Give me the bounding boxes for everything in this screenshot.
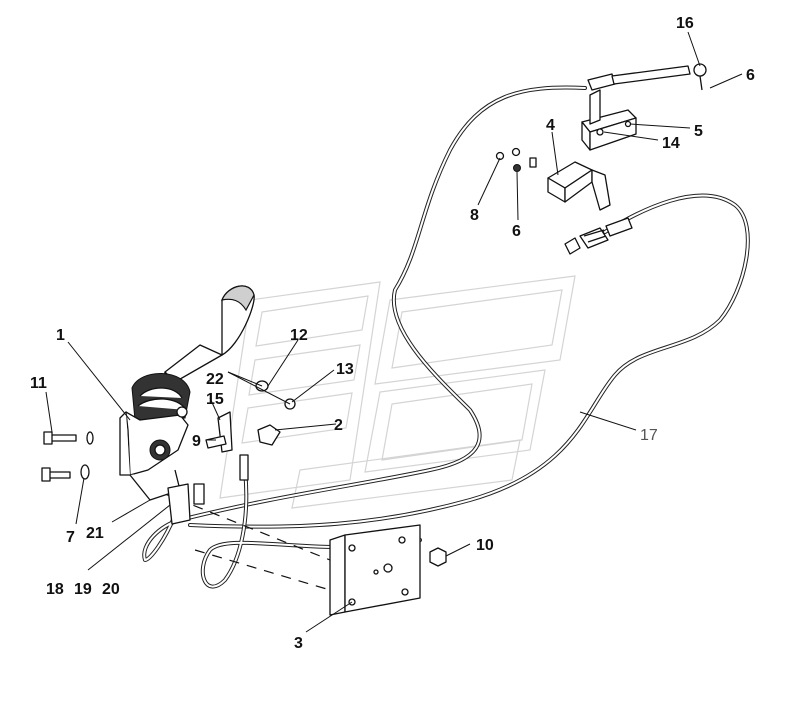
washer-8-a bbox=[495, 151, 505, 161]
callout-7: 7 bbox=[66, 529, 75, 546]
callout-6-top: 6 bbox=[746, 67, 755, 84]
cable-end-16 bbox=[587, 63, 707, 91]
bracket-5 bbox=[581, 89, 637, 151]
mounting-plate bbox=[329, 524, 421, 616]
spacer bbox=[529, 157, 537, 168]
lower-cable-loops bbox=[142, 468, 422, 589]
callout-6-mid: 6 bbox=[512, 223, 521, 240]
cable-sleeve bbox=[239, 454, 249, 481]
callout-16: 16 bbox=[676, 15, 694, 32]
callout-10: 10 bbox=[476, 537, 494, 554]
callout-9: 9 bbox=[192, 433, 201, 450]
clip-9 bbox=[205, 435, 227, 449]
assembly-dashed-line-b bbox=[194, 549, 331, 591]
washer-8-b bbox=[511, 147, 521, 157]
clip-block bbox=[193, 483, 205, 505]
washer-7 bbox=[80, 464, 90, 480]
callout-22: 22 bbox=[206, 371, 224, 388]
nut-10 bbox=[429, 547, 447, 567]
cable-2 bbox=[178, 85, 587, 522]
callout-12: 12 bbox=[290, 327, 308, 344]
callout-14: 14 bbox=[662, 135, 680, 152]
callout-5: 5 bbox=[694, 123, 703, 140]
callout-11: 11 bbox=[30, 375, 47, 392]
bracket-4 bbox=[547, 161, 611, 211]
assembly-dashed-line-a bbox=[159, 491, 331, 561]
callout-8: 8 bbox=[470, 207, 479, 224]
cable-17 bbox=[188, 193, 750, 529]
callout-17: 17 bbox=[640, 427, 658, 444]
callout-4: 4 bbox=[546, 117, 555, 134]
callout-13: 13 bbox=[336, 361, 354, 378]
callout-3: 3 bbox=[294, 635, 303, 652]
cable-ends-18-20 bbox=[167, 483, 191, 525]
cable-adjuster bbox=[564, 217, 633, 255]
callout-2: 2 bbox=[334, 417, 343, 434]
callout-20: 20 bbox=[102, 581, 120, 598]
pin-15 bbox=[217, 411, 233, 453]
watermark-logo bbox=[219, 275, 576, 509]
bolt-lower bbox=[41, 467, 71, 482]
nut-6 bbox=[513, 164, 521, 172]
callout-1: 1 bbox=[56, 327, 65, 344]
callout-18: 18 bbox=[46, 581, 64, 598]
leader-lines bbox=[45, 31, 743, 633]
bolt-11 bbox=[43, 431, 94, 445]
callout-15: 15 bbox=[206, 391, 224, 408]
callout-21: 21 bbox=[86, 525, 104, 542]
callout-19: 19 bbox=[74, 581, 92, 598]
cable-end-2 bbox=[257, 424, 281, 446]
gear-shifter bbox=[119, 285, 255, 501]
